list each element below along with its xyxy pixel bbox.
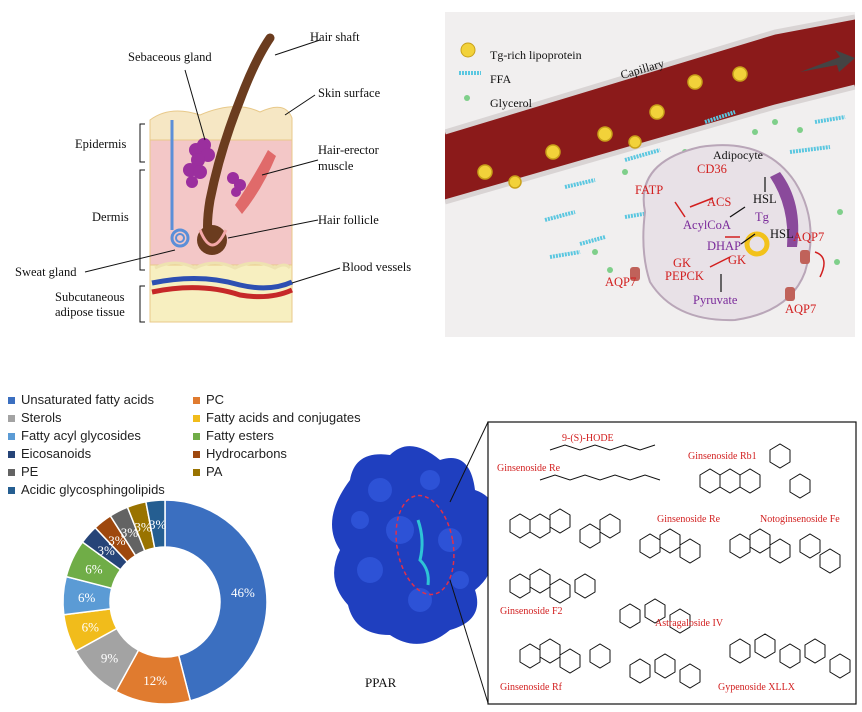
ppar-diagram: PPAR 9-(S)-HODE Ginsenoside Rb1 Ginsenos… — [300, 420, 860, 707]
label-hsl-1: HSL — [753, 192, 777, 206]
label-hsl-2: HSL — [770, 227, 794, 241]
label-acs: ACS — [707, 195, 732, 209]
label-pyruvate: Pyruvate — [693, 293, 738, 307]
donut-slice-label: 12% — [143, 673, 167, 688]
legend-item: Unsaturated fatty acids — [8, 392, 154, 407]
skin-diagram: Hair shaft Sebaceous gland Skin surface … — [0, 0, 440, 340]
label-aqp7-3: AQP7 — [785, 302, 817, 316]
label-skin-surface: Skin surface — [318, 86, 381, 100]
skin-illustration — [84, 33, 341, 323]
legend-ffa: FFA — [490, 72, 512, 86]
label-adipocyte: Adipocyte — [713, 148, 763, 162]
legend-swatch — [8, 433, 15, 441]
legend-item: Fatty acids and conjugates — [193, 410, 361, 425]
label-sebaceous-gland: Sebaceous gland — [128, 50, 212, 64]
label-gk-1: GK — [673, 256, 692, 270]
donut-slice-label: 3% — [121, 525, 139, 540]
compound-ginsenoside-rb1: Ginsenoside Rb1 — [688, 451, 757, 462]
donut-slice-label: 46% — [231, 585, 255, 600]
label-sweat-gland: Sweat gland — [15, 265, 77, 279]
legend-item: Fatty esters — [193, 428, 274, 443]
label-pepck: PEPCK — [665, 269, 704, 283]
label-aqp7-2: AQP7 — [605, 275, 637, 289]
legend-swatch — [8, 415, 15, 423]
legend-item: Hydrocarbons — [193, 446, 287, 461]
label-hair-erector-1: Hair-erector — [318, 143, 379, 157]
compound-gypenoside-xllx: Gypenoside XLLX — [718, 682, 795, 693]
donut-slice — [164, 499, 268, 702]
label-hair-shaft: Hair shaft — [310, 30, 360, 44]
label-gk-2: GK — [728, 253, 747, 267]
label-dermis: Dermis — [92, 210, 129, 224]
legend-swatch — [193, 451, 200, 459]
legend-swatch — [193, 397, 200, 405]
label-hair-follicle: Hair follicle — [318, 213, 379, 227]
compound-9s-hode: 9-(S)-HODE — [562, 433, 614, 444]
adipocyte-diagram: Tg-rich lipoprotein FFA Glycerol Capilla… — [444, 12, 856, 337]
legend-glycerol: Glycerol — [490, 96, 532, 110]
compound-ginsenoside-re-left: Ginsenoside Re — [497, 463, 561, 474]
donut-slice-label: 3% — [134, 520, 152, 535]
label-blood-vessels: Blood vessels — [342, 260, 412, 274]
legend-swatch — [8, 487, 15, 495]
label-subcutaneous-1: Subcutaneous — [55, 290, 125, 304]
legend-swatch — [193, 415, 200, 423]
donut-slice-label: 6% — [82, 619, 100, 634]
label-hair-erector-2: muscle — [318, 159, 354, 173]
label-subcutaneous-2: adipose tissue — [55, 305, 125, 319]
ppar-illustration — [332, 421, 857, 705]
label-dhap: DHAP — [707, 239, 742, 253]
donut-slice-label: 3% — [97, 543, 115, 558]
donut-slice-label: 3% — [149, 517, 167, 532]
adipocyte-illustration — [444, 12, 856, 337]
legend-swatch — [193, 469, 200, 477]
legend-swatch — [8, 451, 15, 459]
legend-swatch — [8, 397, 15, 405]
compound-astragaloside-iv: Astragaloside IV — [655, 618, 724, 629]
legend-item: PA — [193, 464, 222, 479]
label-aqp7-1: AQP7 — [793, 230, 825, 244]
legend-item: Sterols — [8, 410, 61, 425]
compound-ginsenoside-f2: Ginsenoside F2 — [500, 606, 563, 617]
label-cd36: CD36 — [697, 162, 727, 176]
legend-item: Acidic glycosphingolipids — [8, 482, 165, 497]
donut-slice-label: 6% — [85, 562, 103, 577]
legend-item: PE — [8, 464, 38, 479]
donut-slice-label: 3% — [108, 533, 126, 548]
label-tg: Tg — [755, 210, 769, 224]
compound-ginsenoside-re-center: Ginsenoside Re — [657, 514, 721, 525]
compound-notoginsenoside-fe: Notoginsenoside Fe — [760, 514, 840, 525]
donut-slice — [145, 499, 166, 549]
donut-slice-label: 9% — [101, 651, 119, 666]
label-fatp: FATP — [635, 183, 664, 197]
compound-ginsenoside-rf: Ginsenoside Rf — [500, 682, 562, 693]
legend-item: Eicosanoids — [8, 446, 91, 461]
legend-item: PC — [193, 392, 224, 407]
legend-item: Fatty acyl glycosides — [8, 428, 141, 443]
label-acylcoa: AcylCoA — [683, 218, 731, 232]
legend-swatch — [8, 469, 15, 477]
donut-chart: 46%12%9%6%6%6%3%3%3%3%3% — [62, 499, 268, 705]
label-ppar: PPAR — [365, 675, 397, 690]
legend-swatch — [193, 433, 200, 441]
donut-slice-label: 6% — [78, 590, 96, 605]
label-epidermis: Epidermis — [75, 137, 127, 151]
legend-tg-lipoprotein: Tg-rich lipoprotein — [490, 48, 582, 62]
